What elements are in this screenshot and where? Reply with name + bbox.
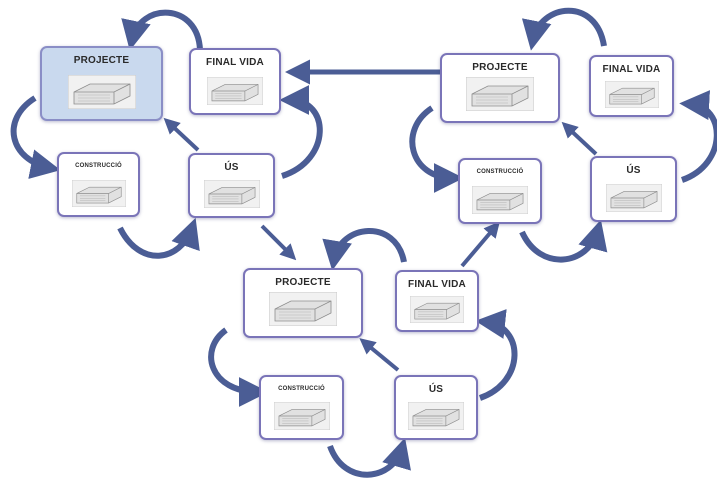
building-thumbnail — [207, 77, 263, 105]
building-thumbnail — [273, 402, 330, 430]
arrow-right-us-to-projecte — [561, 121, 598, 156]
left-finalvida-box: FINAL VIDA — [189, 48, 281, 115]
building-thumbnail — [466, 77, 534, 111]
stage-label: FINAL VIDA — [602, 64, 661, 75]
arrow-left-us-to-projecte — [163, 117, 200, 152]
building-thumbnail — [67, 75, 136, 109]
bottom-us-box: ÚS — [394, 375, 478, 440]
right-finalvida-box: FINAL VIDA — [589, 55, 674, 117]
stage-label: PROJECTE — [275, 277, 331, 288]
building-thumbnail — [410, 296, 464, 323]
left-projecte-box: PROJECTE — [40, 46, 163, 121]
arrow-left-finalvida-to-projecte — [121, 9, 203, 51]
arrow-right-construccio-to-us — [519, 219, 608, 263]
arrow-right-us-to-finalvida — [679, 90, 717, 183]
arrow-bottom-us-to-projecte — [359, 338, 400, 372]
arrow-left-projecte-to-construccio — [10, 95, 61, 179]
stage-label: ÚS — [428, 384, 444, 395]
building-thumbnail — [408, 402, 464, 430]
right-construccio-box: CONSTRUCCIÓ — [458, 158, 542, 224]
building-thumbnail — [203, 180, 260, 208]
arrow-right-finalvida-to-projecte — [521, 7, 607, 51]
building-thumbnail — [472, 186, 528, 214]
stage-label: ÚS — [626, 165, 641, 176]
stage-label: PROJECTE — [472, 62, 528, 73]
stage-label: CONSTRUCCIÓ — [75, 163, 122, 169]
arrow-right-projecte-to-construccio — [409, 105, 464, 193]
stage-label: CONSTRUCCIÓ — [278, 386, 325, 392]
right-projecte-box: PROJECTE — [440, 53, 560, 123]
bottom-construccio-box: CONSTRUCCIÓ — [259, 375, 344, 440]
stage-label: PROJECTE — [73, 55, 130, 66]
stage-label: FINAL VIDA — [206, 57, 264, 68]
arrow-left-us-to-bottom-projecte — [260, 224, 297, 261]
arrow-bottom-construccio-to-us — [327, 437, 411, 478]
arrow-bottom-us-to-finalvida — [475, 309, 518, 401]
stage-label: CONSTRUCCIÓ — [476, 169, 524, 175]
building-thumbnail — [269, 292, 337, 326]
stage-label: FINAL VIDA — [408, 279, 466, 290]
stage-label: ÚS — [224, 162, 239, 173]
bottom-finalvida-box: FINAL VIDA — [395, 270, 479, 332]
building-thumbnail — [605, 184, 662, 212]
left-us-box: ÚS — [188, 153, 275, 218]
arrow-bottom-finalvida-to-right-construccio — [460, 221, 500, 268]
arrow-bottom-projecte-to-construccio — [208, 327, 269, 407]
bottom-projecte-box: PROJECTE — [243, 268, 363, 338]
building-thumbnail — [604, 81, 659, 108]
arrow-left-us-to-finalvida — [279, 85, 323, 179]
arrow-left-construccio-to-us — [117, 217, 200, 259]
arrow-bottom-finalvida-to-projecte — [322, 228, 407, 271]
right-us-box: ÚS — [590, 156, 677, 222]
left-construccio-box: CONSTRUCCIÓ — [57, 152, 140, 217]
building-thumbnail — [71, 180, 126, 207]
